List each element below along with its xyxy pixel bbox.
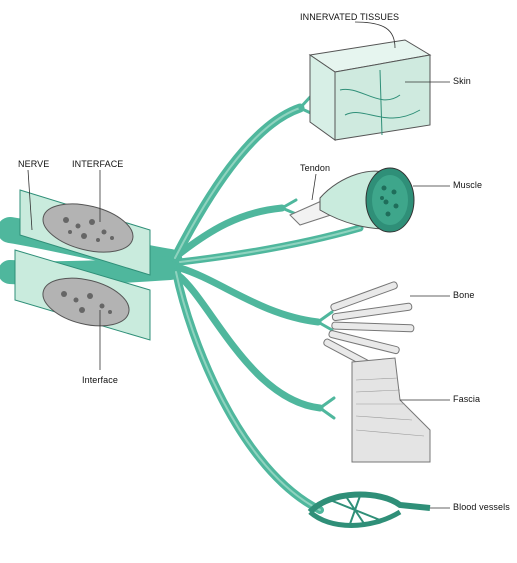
bone-tissue <box>323 281 414 371</box>
skin-tissue <box>310 40 430 140</box>
fascia-tissue <box>352 358 430 462</box>
label-bone: Bone <box>453 290 474 300</box>
label-fascia: Fascia <box>453 394 480 404</box>
label-skin: Skin <box>453 76 471 86</box>
label-blood-vessels: Blood vessels <box>453 502 510 512</box>
label-interface-upper: INTERFACE <box>72 159 123 169</box>
label-nerve: NERVE <box>18 159 49 169</box>
leader-tendon <box>312 174 316 200</box>
blood-vessel-tissue <box>310 495 430 526</box>
label-innervated-tissues: INNERVATED TISSUES <box>300 12 399 22</box>
label-muscle: Muscle <box>453 180 482 190</box>
muscle-tissue <box>320 168 414 232</box>
branch-forks <box>282 95 334 418</box>
label-interface-lower: Interface <box>82 375 118 385</box>
label-tendon: Tendon <box>300 163 330 173</box>
branch-bone <box>180 268 318 322</box>
branch-vessels <box>176 272 320 510</box>
branch-skin <box>175 108 300 258</box>
